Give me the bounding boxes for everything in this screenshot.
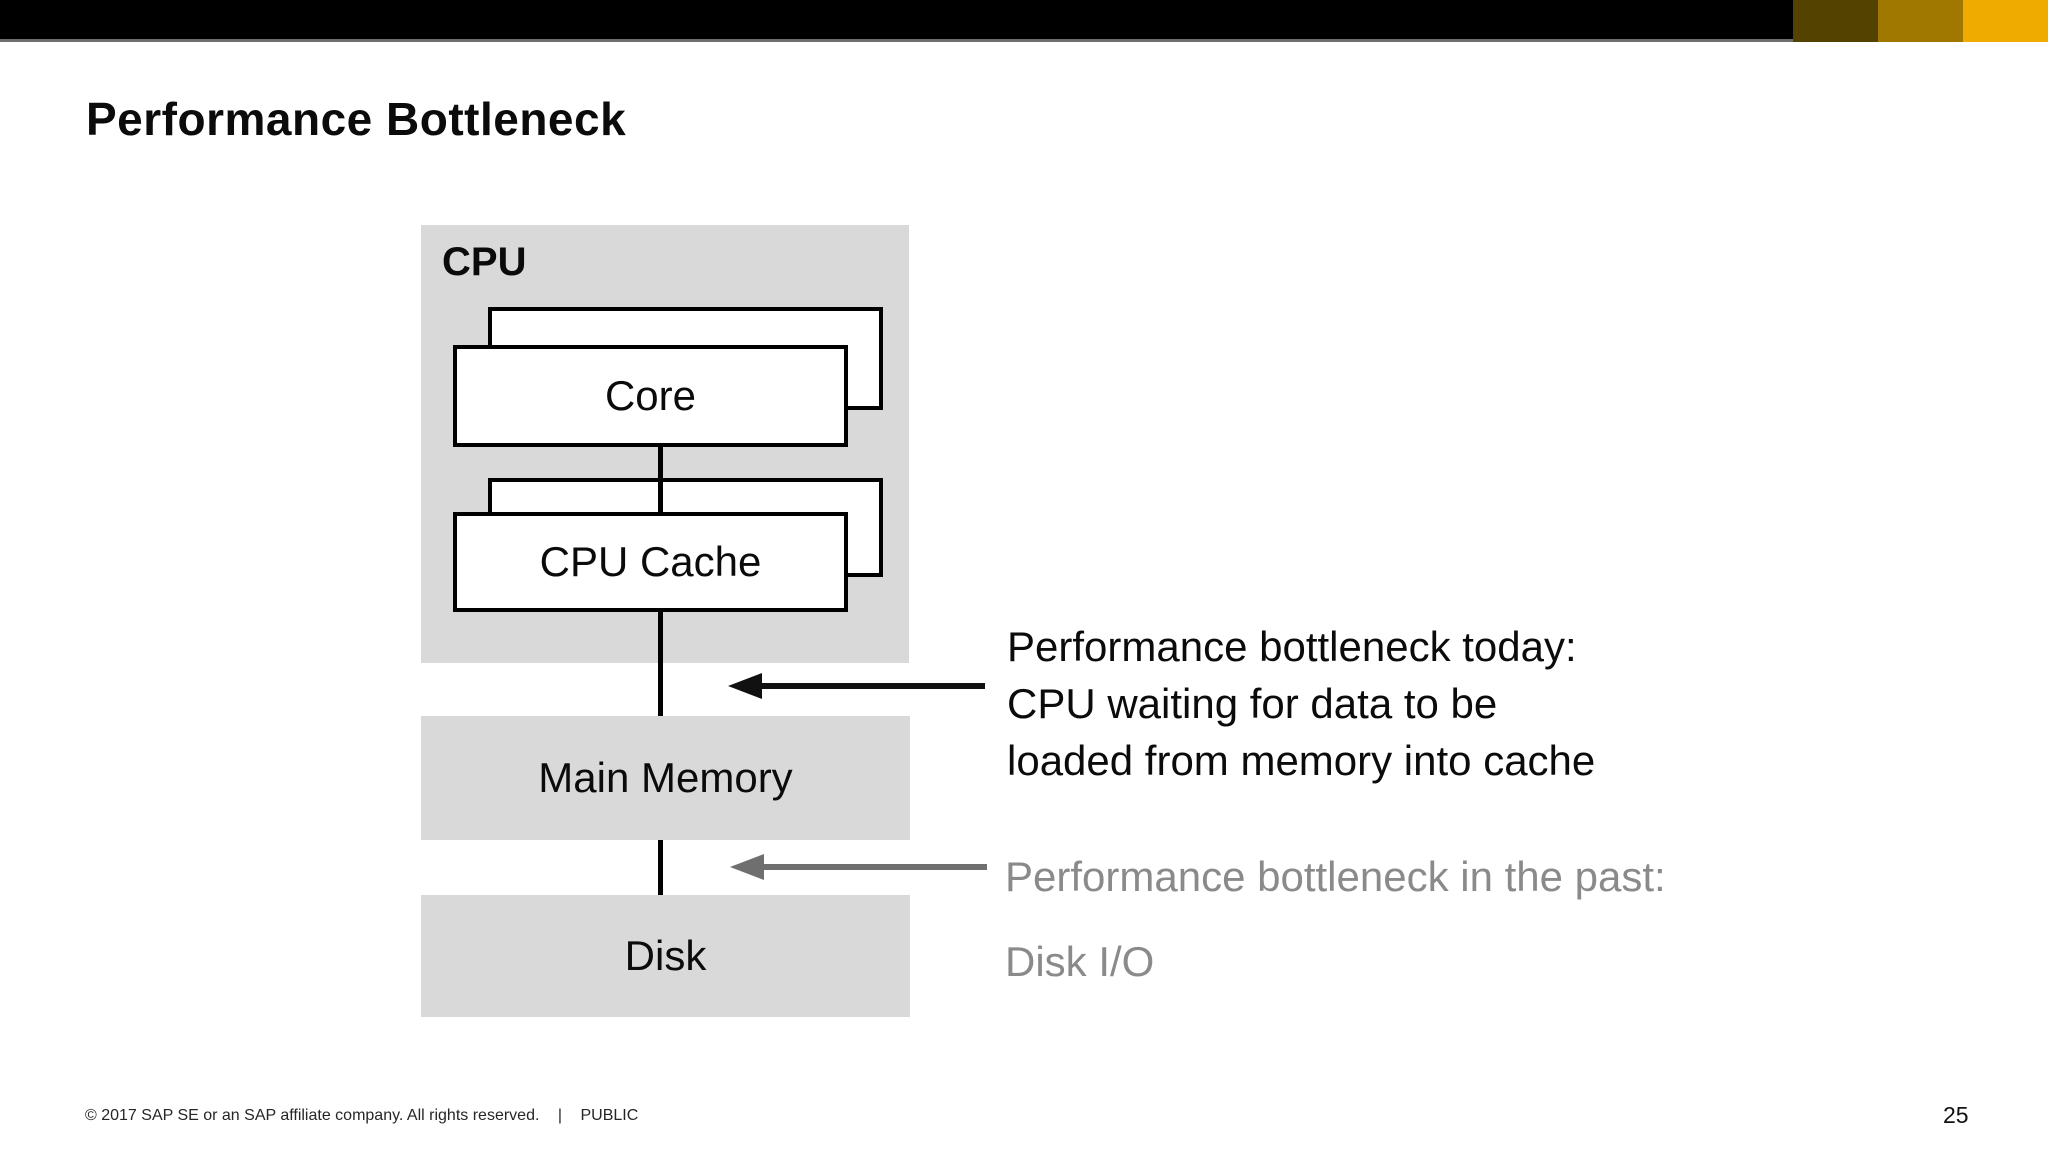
cpu-panel-label: CPU <box>442 240 527 284</box>
footer-copyright: © 2017 SAP SE or an SAP affiliate compan… <box>85 1107 540 1124</box>
arrow-shaft <box>758 683 985 689</box>
brand-bar-segment-dark <box>1793 0 1878 42</box>
page-title: Performance Bottleneck <box>86 93 627 145</box>
connector-memory-disk <box>658 840 663 895</box>
annotation-line: Performance bottleneck today: <box>1007 623 1577 670</box>
core-box: Core <box>453 345 848 447</box>
connector-cache-memory <box>658 612 663 716</box>
annotation-past: Performance bottleneck in the past: Disk… <box>1005 848 1666 990</box>
arrow-head <box>728 673 762 699</box>
arrow-left-icon <box>730 854 987 880</box>
arrow-head <box>730 854 764 880</box>
brand-bar-segment-mid <box>1878 0 1963 42</box>
main-memory-label: Main Memory <box>538 754 793 801</box>
footer: © 2017 SAP SE or an SAP affiliate compan… <box>85 1106 638 1126</box>
core-label: Core <box>604 372 697 419</box>
footer-public-label: PUBLIC <box>580 1107 639 1124</box>
annotation-line: Performance bottleneck in the past: <box>1005 853 1666 900</box>
disk-box: Disk <box>421 895 910 1017</box>
top-bar <box>0 0 1793 39</box>
page-number: 25 <box>1943 1102 1969 1128</box>
annotation-line: Disk I/O <box>1005 938 1155 985</box>
arrow-shaft <box>760 864 987 870</box>
brand-bar-segment-gold <box>1963 0 2048 42</box>
top-bar-underline <box>0 39 1793 42</box>
annotation-line: CPU waiting for data to be <box>1007 680 1498 727</box>
annotation-today: Performance bottleneck today: CPU waitin… <box>1007 618 1595 789</box>
main-memory-box: Main Memory <box>421 716 910 840</box>
annotation-line: loaded from memory into cache <box>1007 737 1596 784</box>
footer-separator: | <box>557 1107 563 1124</box>
connector-core-cache <box>658 447 663 512</box>
disk-label: Disk <box>624 932 707 979</box>
cpu-cache-box: CPU Cache <box>453 512 848 612</box>
arrow-left-icon <box>728 673 985 699</box>
cpu-cache-label: CPU Cache <box>539 538 762 585</box>
